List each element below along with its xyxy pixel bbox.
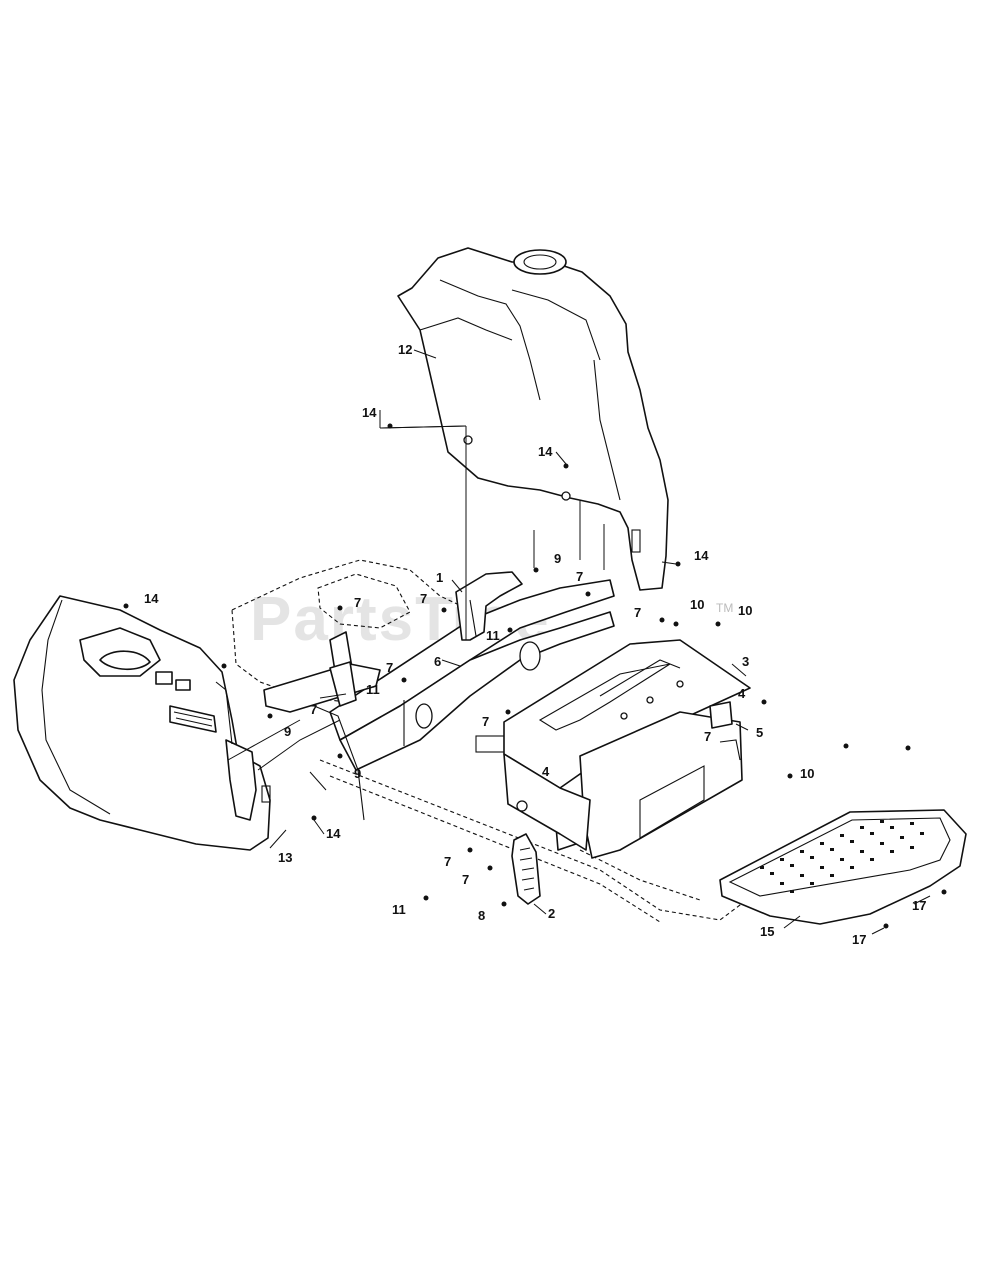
callout-9: 9 [354,766,361,781]
callout-4: 4 [542,764,550,779]
callout-12: 12 [398,342,412,357]
callout-8: 8 [478,908,485,923]
part-lower-plate [503,753,591,851]
part-rear-fender [397,247,669,591]
callout-14: 14 [538,444,553,459]
callout-7: 7 [704,729,711,744]
callout-7: 7 [310,702,317,717]
watermark-tm: TM [716,601,733,615]
callouts: 12 14 14 14 9 1 7 7 7 11 7 10 10 3 6 7 1… [144,342,926,947]
callout-14: 14 [362,405,377,420]
callout-6: 6 [434,654,441,669]
callout-10: 10 [800,766,814,781]
callout-15: 15 [760,924,774,939]
callout-17: 17 [912,898,926,913]
callout-13: 13 [278,850,292,865]
callout-3: 3 [742,654,749,669]
tread-pattern [760,820,924,893]
callout-7: 7 [386,660,393,675]
callout-17: 17 [852,932,866,947]
callout-9: 9 [284,724,291,739]
part-pedal [511,833,541,905]
part-frame-rail [299,579,615,821]
callout-5: 5 [756,725,763,740]
part-front-hood [13,595,271,851]
part-running-board [719,809,967,925]
callout-7: 7 [444,854,451,869]
callout-14: 14 [694,548,709,563]
callout-7: 7 [354,595,361,610]
callout-1: 1 [436,570,443,585]
callout-14: 14 [144,591,159,606]
callout-4: 4 [738,686,746,701]
callout-7: 7 [420,591,427,606]
part-side-brackets [263,631,381,713]
callout-7: 7 [462,872,469,887]
hardware-fasteners [123,423,947,929]
callout-11: 11 [366,682,380,697]
callout-11: 11 [486,628,500,643]
callout-9: 9 [554,551,561,566]
callout-10: 10 [690,597,704,612]
callout-10: 10 [738,603,752,618]
callout-14: 14 [326,826,341,841]
leader-lines [227,349,931,935]
callout-7: 7 [482,714,489,729]
callout-11: 11 [392,902,406,917]
callout-7: 7 [634,605,641,620]
callout-2: 2 [548,906,555,921]
callout-7: 7 [576,569,583,584]
